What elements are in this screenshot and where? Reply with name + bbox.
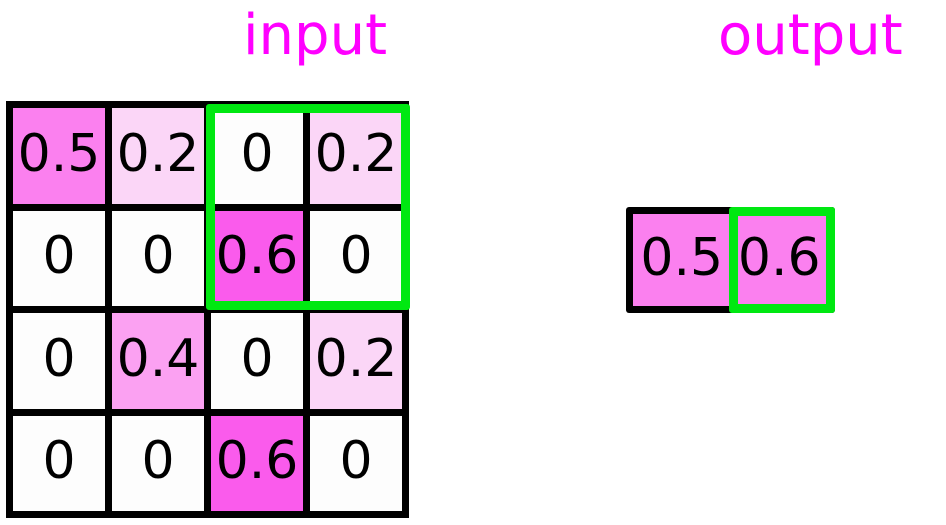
output-cell: 0.6 [730,214,828,306]
input-cell: 0 [112,210,204,306]
input-cell-value: 0.6 [215,226,299,287]
input-cell: 0.2 [112,108,204,204]
input-cell-value: 0.5 [17,123,101,184]
input-cell: 0 [112,415,204,511]
input-cell: 0.6 [211,415,303,511]
input-cell: 0 [211,108,303,204]
output-cell-value: 0.5 [640,228,724,288]
input-cell-value: 0.2 [314,123,398,184]
input-cell: 0 [310,210,402,306]
input-cell: 0.4 [112,313,204,409]
input-cell: 0 [211,313,303,409]
output-title: output [718,3,903,68]
input-cell: 0 [13,415,105,511]
input-cell: 0 [13,210,105,306]
input-cell-value: 0 [42,431,76,492]
input-cell: 0 [310,415,402,511]
input-cell-value: 0 [42,226,76,287]
input-cell-value: 0.2 [116,123,200,184]
input-cell-value: 0 [240,123,274,184]
input-cell-value: 0.6 [215,431,299,492]
input-cell-value: 0 [141,431,175,492]
input-cell-value: 0.2 [314,328,398,389]
input-cell-value: 0 [339,431,373,492]
input-cell-value: 0 [240,328,274,389]
output-cell: 0.5 [633,214,731,306]
input-cell-value: 0 [339,226,373,287]
input-cell: 0.5 [13,108,105,204]
input-cell-value: 0 [42,328,76,389]
input-matrix: 0.5 0.2 0 0.2 0 0 0.6 0 0 0.4 0 0.2 0 0 … [6,101,409,518]
input-cell: 0.2 [310,313,402,409]
output-cell-value: 0.6 [737,228,821,288]
input-cell: 0.2 [310,108,402,204]
input-cell-value: 0.4 [116,328,200,389]
input-title: input [243,3,388,68]
output-matrix: 0.5 0.6 [626,207,835,313]
input-cell: 0 [13,313,105,409]
input-cell: 0.6 [211,210,303,306]
input-cell-value: 0 [141,226,175,287]
